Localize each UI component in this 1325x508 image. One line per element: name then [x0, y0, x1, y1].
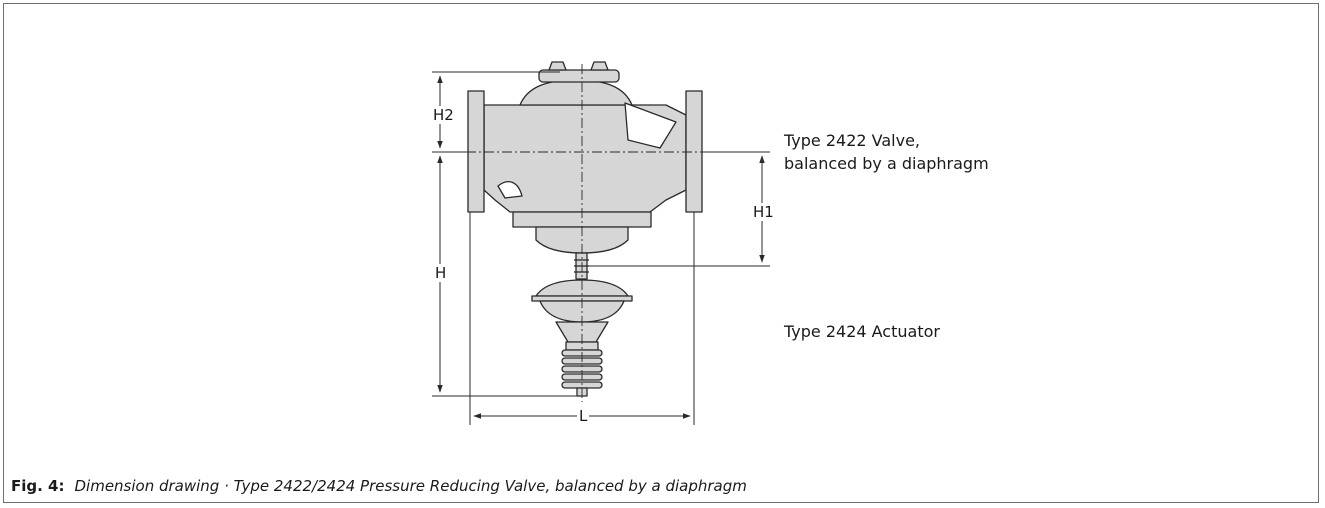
valve-label-line1: Type 2422 Valve, — [784, 131, 920, 150]
figure-number: Fig. 4: — [11, 477, 65, 495]
figure-caption: Fig. 4: Dimension drawing · Type 2422/242… — [11, 476, 747, 496]
valve-bonnet — [519, 79, 633, 106]
figure-caption-text: Dimension drawing · Type 2422/2424 Press… — [74, 477, 747, 495]
h-label: H — [434, 264, 448, 282]
h1-label: H1 — [751, 203, 776, 221]
left-flange — [467, 90, 485, 213]
valve-rib — [624, 102, 677, 149]
right-flange — [685, 90, 703, 213]
l-label: L — [577, 407, 590, 425]
actuator-label: Type 2424 Actuator — [784, 322, 940, 341]
figure-frame — [3, 3, 1319, 503]
valve-label-line2: balanced by a diaphragm — [784, 154, 989, 173]
top-cap — [538, 69, 620, 83]
spring-coils — [561, 349, 603, 389]
h2-label: H2 — [431, 106, 456, 124]
